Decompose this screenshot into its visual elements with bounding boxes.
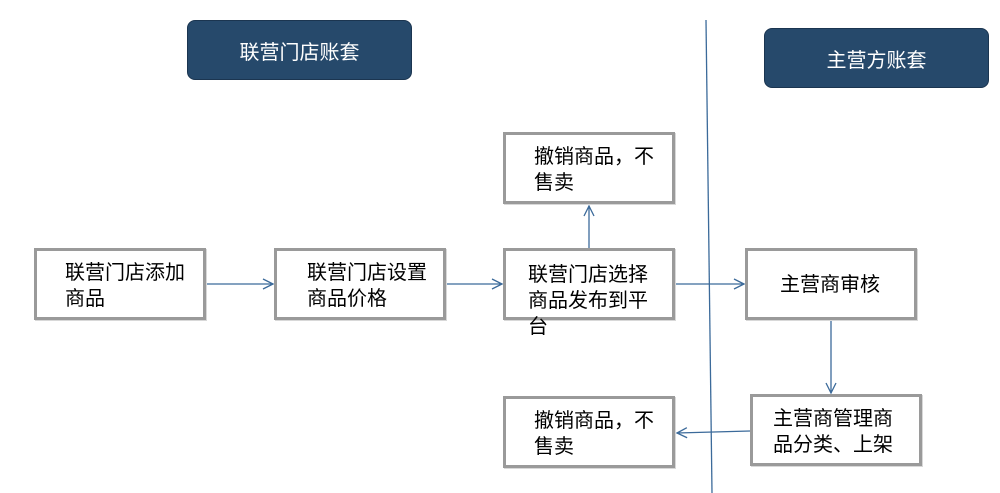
- main-operator-ledger-header: 主营方账套: [764, 28, 989, 88]
- audit-step-label: 主营商审核: [780, 272, 880, 296]
- add-product-step: 联营门店添加商品: [34, 248, 206, 320]
- manage-step-label: 主营商管理商品分类、上架: [773, 406, 893, 456]
- divider-line: [705, 19, 713, 493]
- store-ledger-header: 联营门店账套: [187, 20, 412, 80]
- publish-step-label: 联营门店选择商品发布到平台: [528, 262, 648, 338]
- store-ledger-header-label: 联营门店账套: [239, 39, 360, 64]
- cancel-top-step: 撤销商品，不售卖: [503, 132, 675, 204]
- cancel-bottom-step: 撤销商品，不售卖: [503, 396, 675, 468]
- set-price-step-label: 联营门店设置商品价格: [307, 260, 427, 310]
- arrow-manage-to-cancel: [677, 431, 751, 433]
- audit-step: 主营商审核: [745, 248, 917, 320]
- set-price-step: 联营门店设置商品价格: [274, 248, 446, 320]
- main-operator-ledger-header-label: 主营方账套: [826, 47, 927, 72]
- publish-step: 联营门店选择商品发布到平台: [503, 248, 675, 338]
- manage-step: 主营商管理商品分类、上架: [750, 394, 922, 466]
- add-product-step-label: 联营门店添加商品: [65, 260, 185, 310]
- cancel-top-step-label: 撤销商品，不售卖: [534, 144, 654, 194]
- cancel-bottom-step-label: 撤销商品，不售卖: [534, 408, 654, 458]
